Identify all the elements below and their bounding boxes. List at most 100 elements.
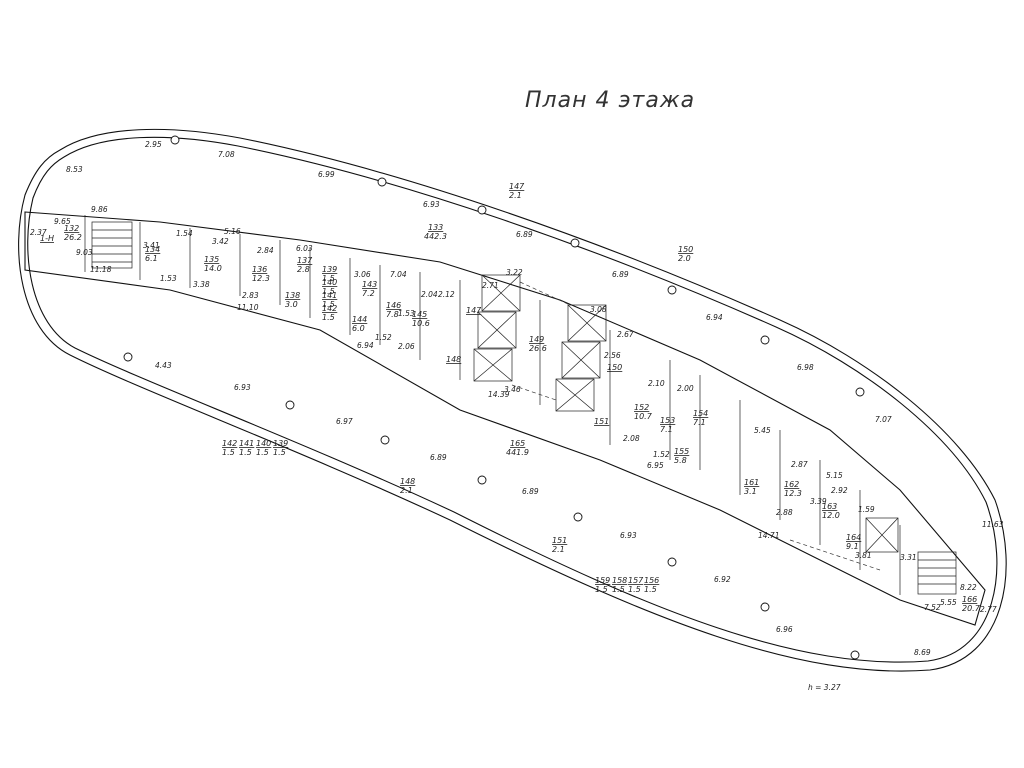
room-number: 147: [509, 182, 525, 191]
plan-title: План 4 этажа: [525, 88, 695, 113]
room-number: 150: [607, 363, 622, 372]
room-area: 2.0: [678, 254, 691, 263]
room-label: 147: [466, 306, 482, 315]
room-area: 1.5: [322, 274, 335, 283]
dim-label: 1.53: [160, 274, 177, 283]
dim-label: 6.98: [797, 363, 814, 372]
room-area: 441.9: [506, 448, 529, 457]
room-number: 151: [594, 417, 609, 426]
dim-label: 7.07: [875, 415, 892, 424]
room-number: 1-Н: [40, 234, 54, 243]
dim-label: 6.92: [714, 575, 731, 584]
dim-label: 3.22: [506, 268, 523, 277]
room-area: 3.0: [285, 300, 298, 309]
room-number: 158: [612, 576, 627, 585]
room-area: 6.1: [145, 254, 158, 263]
dim-label: 2.04: [421, 290, 438, 299]
dim-label: 8.22: [960, 583, 977, 592]
room-area: 2.8: [297, 265, 310, 274]
room-number: 157: [628, 576, 644, 585]
dim-label: 6.95: [647, 461, 664, 470]
dim-label: 11.10: [237, 303, 259, 312]
dim-label: 6.03: [296, 244, 313, 253]
facade-columns: [123, 135, 865, 660]
room-number: 154: [693, 409, 708, 418]
room-area: 12.3: [784, 489, 802, 498]
dim-label: 3.31: [900, 553, 917, 562]
room-number: 148: [400, 477, 415, 486]
room-area: 12.0: [822, 511, 840, 520]
dim-label: 6.89: [612, 270, 629, 279]
room-number: 162: [784, 480, 799, 489]
dim-label: 6.96: [776, 625, 793, 634]
room-area: 12.3: [252, 274, 270, 283]
dim-label: 6.93: [234, 383, 251, 392]
room-label: 150: [607, 363, 622, 372]
dim-label: 9.65: [54, 217, 71, 226]
dim-label: 14.39: [488, 390, 510, 399]
dim-label: 6.93: [620, 531, 637, 540]
dim-label: 6.89: [516, 230, 533, 239]
room-number: 153: [660, 416, 675, 425]
room-area: 3.1: [744, 487, 757, 496]
dim-label: 3.41: [143, 241, 160, 250]
dim-label: 3.06: [354, 270, 371, 279]
dim-label: 7.08: [218, 150, 235, 159]
dim-label: 2.87: [791, 460, 808, 469]
room-label: 148: [446, 355, 461, 364]
room-number: 135: [204, 255, 219, 264]
room-number: 147: [466, 306, 482, 315]
room-number: 145: [412, 310, 427, 319]
dim-label: 3.42: [212, 237, 229, 246]
room-area: 10.6: [412, 319, 430, 328]
room-area: 442.3: [424, 232, 447, 241]
dim-label: 6.97: [336, 417, 353, 426]
room-number: 140: [256, 439, 271, 448]
room-area: 1.5: [595, 585, 608, 594]
dim-label: 3.46: [504, 385, 521, 394]
dim-label: 2.83: [242, 291, 259, 300]
dim-label: 1.52: [375, 333, 392, 342]
room-number: 143: [362, 280, 377, 289]
room-number: 132: [64, 224, 79, 233]
room-number: 150: [678, 245, 693, 254]
room-area: 1.5: [644, 585, 657, 594]
room-number: 151: [552, 536, 567, 545]
room-number: 141: [322, 291, 337, 300]
room-number: 142: [322, 304, 337, 313]
room-area: 1.5: [239, 448, 252, 457]
height-note: h = 3.27: [808, 683, 841, 692]
room-number: 165: [510, 439, 525, 448]
dim-label: 5.16: [224, 227, 241, 236]
room-number: 159: [595, 576, 610, 585]
room-area: 7.8: [386, 310, 399, 319]
dim-label: 2.00: [677, 384, 694, 393]
room-number: 134: [145, 245, 160, 254]
room-number: 161: [744, 478, 759, 487]
dim-label: 6.94: [357, 341, 374, 350]
room-number: 133: [428, 223, 443, 232]
dim-label: 1.53: [398, 309, 415, 318]
dim-label: 5.15: [826, 471, 843, 480]
room-area: 2.1: [509, 191, 522, 200]
room-area: 1.5: [256, 448, 269, 457]
room-number: 155: [674, 447, 689, 456]
dim-label: 2.10: [648, 379, 665, 388]
room-number: 139: [273, 439, 288, 448]
dim-label: 1.52: [653, 450, 670, 459]
room-number: 138: [285, 291, 300, 300]
dim-label: 2.95: [145, 140, 162, 149]
